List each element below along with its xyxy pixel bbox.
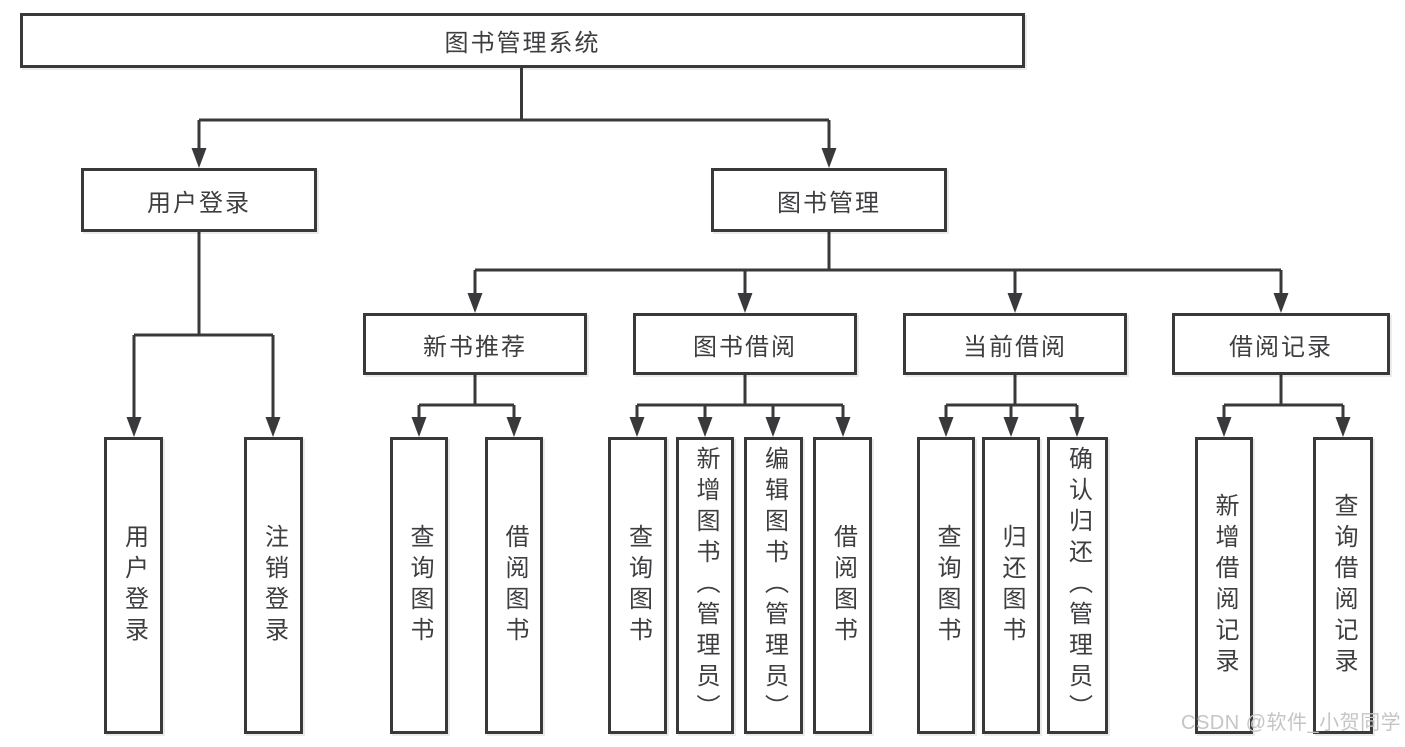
node-book-borrowing-label: 图书借阅 — [693, 333, 797, 361]
leaf-user-login-label: 用户登录 — [120, 523, 148, 648]
connector-book-borrow-group — [635, 375, 845, 421]
connector-user-login — [132, 232, 275, 421]
leaf-add-books-admin: 新增图书（管理员） — [676, 437, 734, 734]
node-user-login-label: 用户登录 — [147, 189, 251, 217]
node-new-book-recommendation: 新书推荐 — [363, 313, 587, 375]
leaf-add-books-admin-label: 新增图书（管理员） — [692, 446, 719, 725]
connector-root — [197, 68, 831, 152]
leaf-search-books-current-label: 查询图书 — [933, 523, 960, 648]
node-current-borrowing: 当前借阅 — [903, 313, 1127, 375]
leaf-edit-books-admin-label: 编辑图书（管理员） — [760, 446, 788, 725]
leaf-search-books-recommend-label: 查询图书 — [406, 523, 433, 648]
leaf-return-books-label: 归还图书 — [998, 523, 1025, 648]
leaf-add-borrow-record: 新增借阅记录 — [1195, 437, 1253, 734]
leaf-borrow-books-label: 借阅图书 — [829, 523, 857, 648]
leaf-confirm-return-admin: 确认归还（管理员） — [1047, 437, 1108, 734]
leaf-search-books-borrow: 查询图书 — [608, 437, 667, 734]
node-book-management: 图书管理 — [711, 168, 947, 232]
node-new-book-recommendation-label: 新书推荐 — [423, 333, 527, 361]
arrowheads — [126, 148, 1351, 437]
connector-current-borrow-group — [944, 375, 1079, 421]
node-book-borrowing: 图书借阅 — [633, 313, 857, 375]
node-root-label: 图书管理系统 — [444, 30, 601, 57]
leaf-search-books-borrow-label: 查询图书 — [624, 523, 652, 648]
leaf-search-books-current: 查询图书 — [917, 437, 975, 734]
node-user-login: 用户登录 — [81, 168, 317, 232]
leaf-return-books: 归还图书 — [982, 437, 1040, 734]
leaf-borrow-books-recommend: 借阅图书 — [485, 437, 543, 734]
csdn-watermark: CSDN @软件_小贺同学 — [1181, 712, 1402, 734]
leaf-borrow-books: 借阅图书 — [813, 437, 872, 734]
leaf-search-borrow-record-label: 查询借阅记录 — [1330, 492, 1357, 679]
connector-new-book-group — [417, 375, 516, 421]
connector-borrow-records-group — [1222, 375, 1345, 421]
node-borrowing-records: 借阅记录 — [1172, 313, 1390, 375]
leaf-borrow-books-recommend-label: 借阅图书 — [501, 523, 528, 648]
leaf-logout-label: 注销登录 — [260, 523, 288, 648]
node-book-management-label: 图书管理 — [777, 189, 881, 217]
connector-book-management — [473, 232, 1283, 297]
leaf-search-books-recommend: 查询图书 — [390, 437, 448, 734]
leaf-edit-books-admin: 编辑图书（管理员） — [744, 437, 803, 734]
node-current-borrowing-label: 当前借阅 — [963, 333, 1067, 361]
leaf-user-login: 用户登录 — [104, 437, 163, 734]
leaf-logout: 注销登录 — [244, 437, 303, 734]
node-borrowing-records-label: 借阅记录 — [1229, 333, 1333, 361]
leaf-search-borrow-record: 查询借阅记录 — [1313, 437, 1373, 734]
node-root: 图书管理系统 — [20, 13, 1025, 68]
leaf-add-borrow-record-label: 新增借阅记录 — [1211, 492, 1238, 679]
leaf-confirm-return-admin-label: 确认归还（管理员） — [1064, 446, 1092, 725]
